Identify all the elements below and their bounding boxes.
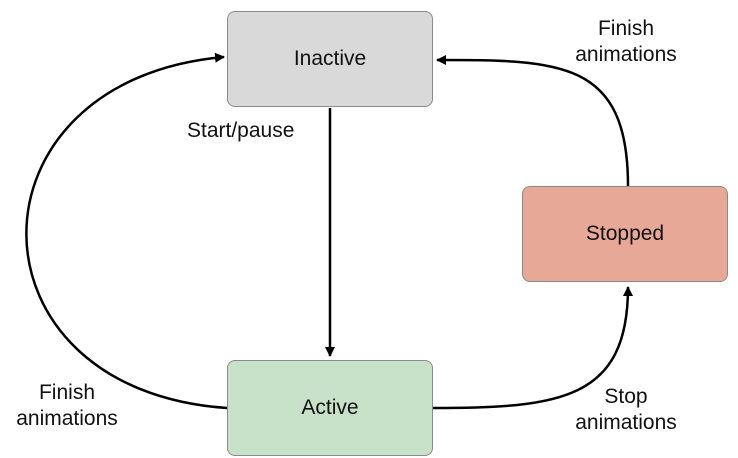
edge-stop <box>432 286 633 410</box>
edge-finish-right <box>436 55 630 187</box>
node-inactive: Inactive <box>227 11 433 107</box>
node-inactive-label: Inactive <box>293 47 367 70</box>
edge-label-finish-right-line2: animations <box>575 43 677 66</box>
node-active-label: Active <box>301 396 359 419</box>
edge-label-stop-line2: animations <box>575 411 677 434</box>
edge-label-finish-right: Finish animations <box>566 16 686 68</box>
edge-label-finish-left: Finish animations <box>8 380 126 432</box>
edge-finish-left <box>25 52 228 410</box>
node-active: Active <box>227 360 433 456</box>
edge-label-start-pause: Start/pause <box>187 118 294 144</box>
edge-label-stop: Stop animations <box>566 384 686 436</box>
edge-label-stop-line1: Stop <box>604 385 648 408</box>
edge-label-finish-left-line2: animations <box>16 407 118 430</box>
edge-label-finish-right-line1: Finish <box>597 17 655 40</box>
node-stopped-label: Stopped <box>585 222 665 245</box>
edge-label-start-pause-text: Start/pause <box>187 119 295 142</box>
edge-label-finish-left-line1: Finish <box>38 381 96 404</box>
node-stopped: Stopped <box>522 186 728 282</box>
